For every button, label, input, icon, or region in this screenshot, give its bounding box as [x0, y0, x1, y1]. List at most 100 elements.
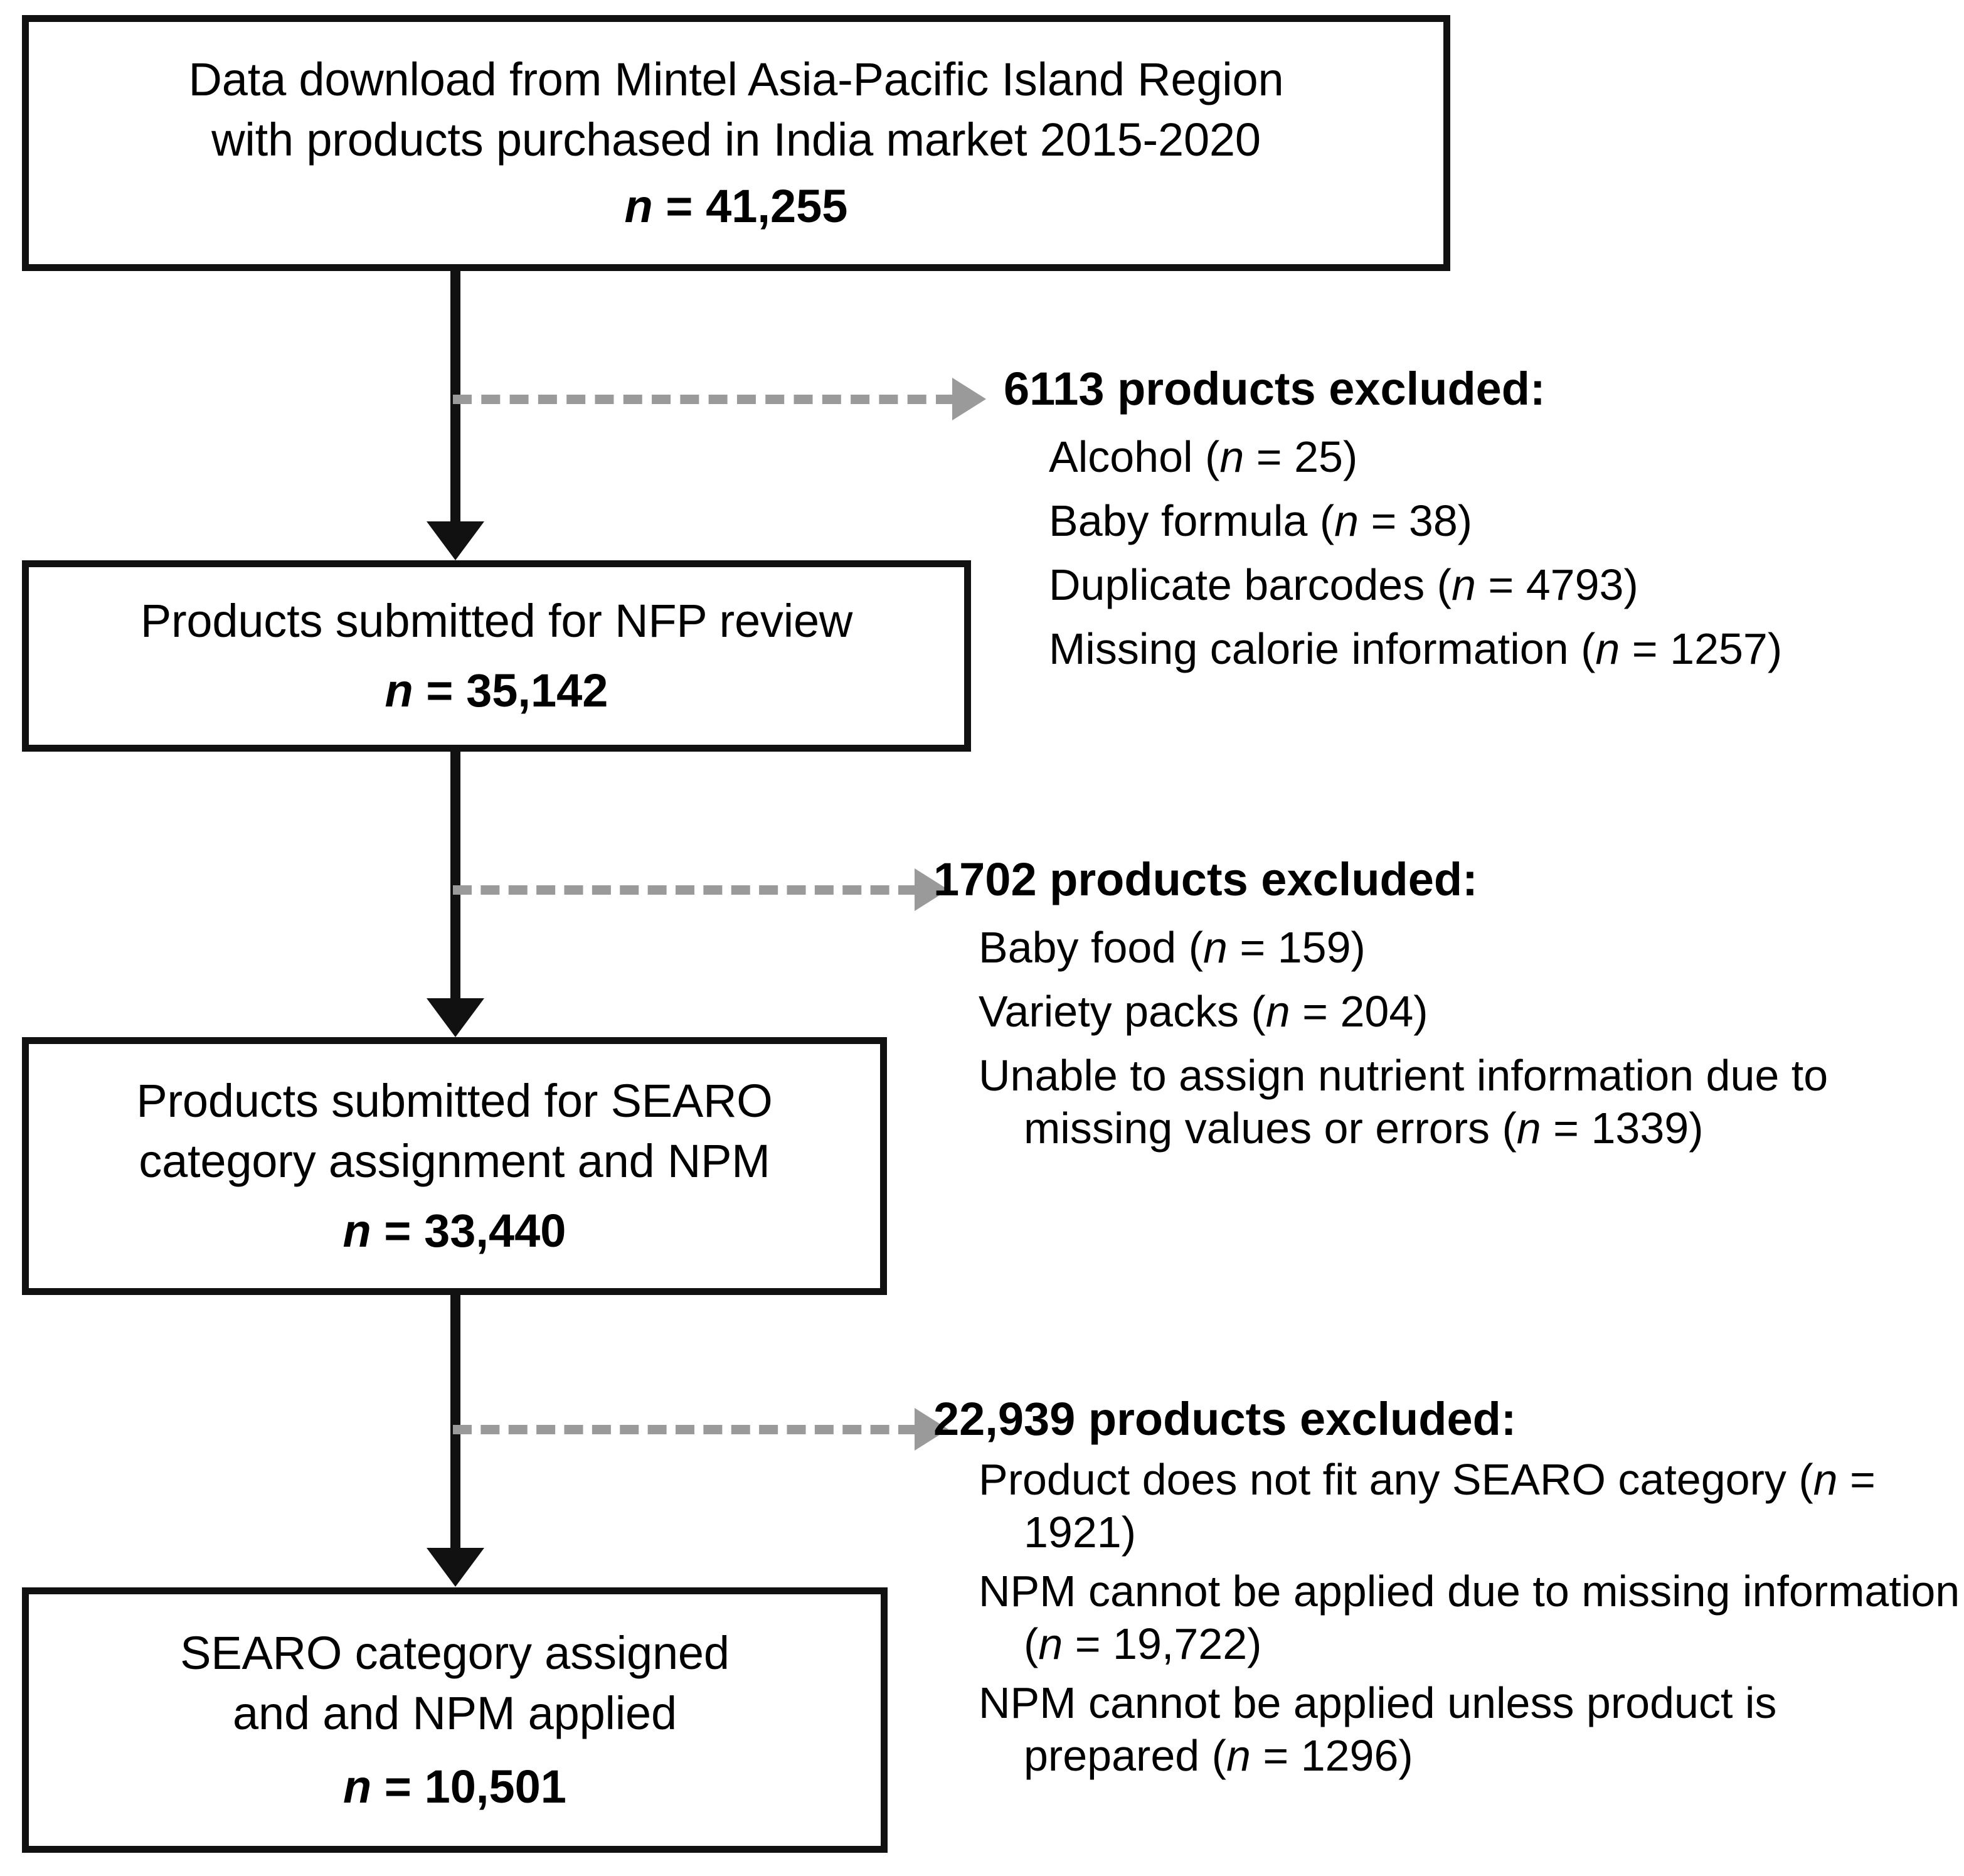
n-equals: = [1063, 1619, 1113, 1668]
n-value: 41,255 [706, 180, 848, 233]
reason-close: ) [1689, 1103, 1704, 1153]
n-equals: = [1620, 624, 1670, 673]
reason-close: ) [1398, 1730, 1413, 1780]
node-searo-applied: SEARO category assigned and and NPM appl… [22, 1587, 888, 1853]
node-line: category assignment and NPM [139, 1135, 770, 1188]
node-nfp-review: Products submitted for NFP review n = 35… [22, 560, 971, 752]
exclusion-header: 22,939 products excluded: [933, 1393, 1517, 1445]
exclusion-branch-1 [453, 395, 955, 404]
n-equals: = [1244, 432, 1295, 481]
n-value: 4793 [1526, 560, 1624, 609]
n-value: 19,722 [1113, 1619, 1248, 1668]
n-equals: = [1359, 496, 1409, 545]
exclusion-block-1: 6113 products excluded: Alcohol (n = 25)… [1004, 364, 1957, 686]
node-line: with products purchased in India market … [211, 113, 1261, 166]
n-equals: = [371, 1760, 425, 1813]
flow-connector-3 [450, 1295, 460, 1548]
exclusion-header: 6113 products excluded: [1004, 363, 1546, 415]
n-equals: = [1837, 1454, 1876, 1504]
n-value: 1921 [1024, 1507, 1122, 1557]
n-equals: = [1475, 560, 1526, 609]
reason-close: ) [1413, 986, 1428, 1036]
exclusion-reason-list: Alcohol (n = 25) Baby formula (n = 38) D… [1004, 430, 1957, 675]
exclusion-reason: Alcohol (n = 25) [1049, 430, 1957, 483]
node-searo-submitted: Products submitted for SEARO category as… [22, 1037, 887, 1295]
exclusion-reason: NPM cannot be applied unless product is … [979, 1676, 1962, 1782]
reason-close: ) [1121, 1507, 1137, 1557]
exclusion-reason-list: Product does not fit any SEARO category … [933, 1453, 1962, 1782]
exclusion-reason: Variety packs (n = 204) [979, 985, 1956, 1038]
node-sample-size: n = 35,142 [385, 661, 608, 721]
n-italic: n [1813, 1454, 1838, 1504]
arrowhead-down-icon [427, 998, 484, 1037]
n-italic: n [1334, 496, 1359, 545]
node-line: Data download from Mintel Asia-Pacific I… [188, 53, 1284, 105]
n-value: 1339 [1591, 1103, 1689, 1153]
arrowhead-down-icon [427, 1548, 484, 1587]
n-italic: n [385, 664, 413, 717]
reason-text: Variety packs ( [979, 986, 1266, 1036]
reason-close: ) [1767, 624, 1783, 673]
exclusion-reason: Product does not fit any SEARO category … [979, 1453, 1962, 1559]
n-value: 38 [1408, 496, 1458, 545]
reason-close: ) [1342, 432, 1358, 481]
node-sample-size: n = 33,440 [343, 1201, 566, 1261]
exclusion-reason: Baby formula (n = 38) [1049, 494, 1957, 547]
n-value: 10,501 [424, 1760, 566, 1813]
reason-close: ) [1351, 922, 1366, 972]
n-italic: n [1219, 432, 1245, 481]
n-italic: n [1203, 922, 1228, 972]
exclusion-reason: Baby food (n = 159) [979, 921, 1956, 974]
n-value: 33,440 [424, 1204, 566, 1257]
node-line: and and NPM applied [233, 1687, 677, 1740]
n-italic: n [1452, 560, 1476, 609]
arrowhead-right-icon [952, 378, 986, 420]
reason-text: Missing calorie information ( [1049, 624, 1596, 673]
flow-connector-2 [450, 752, 460, 999]
arrowhead-right-icon [915, 1408, 948, 1451]
exclusion-reason: Unable to assign nutrient information du… [979, 1049, 1956, 1154]
reason-close: ) [1457, 496, 1473, 545]
n-value: 25 [1294, 432, 1343, 481]
reason-text: NPM cannot be applied unless product is … [979, 1678, 1777, 1780]
n-value: 35,142 [466, 664, 608, 717]
exclusion-reason: Missing calorie information (n = 1257) [1049, 622, 1957, 675]
reason-text: NPM cannot be applied due to missing inf… [979, 1566, 1960, 1668]
n-equals: = [413, 664, 467, 717]
exclusion-header: 1702 products excluded: [933, 853, 1478, 905]
n-equals: = [371, 1204, 425, 1257]
n-equals: = [1541, 1103, 1591, 1153]
n-equals: = [652, 180, 706, 233]
n-italic: n [342, 1204, 371, 1257]
n-equals: = [1290, 986, 1340, 1036]
n-italic: n [343, 1760, 372, 1813]
arrowhead-right-icon [915, 868, 948, 911]
node-line: Products submitted for SEARO [136, 1075, 773, 1127]
n-equals: = [1250, 1730, 1301, 1780]
reason-text: Alcohol ( [1049, 432, 1220, 481]
n-italic: n [1516, 1103, 1541, 1153]
n-italic: n [1226, 1730, 1251, 1780]
exclusion-block-3: 22,939 products excluded: Product does n… [933, 1394, 1962, 1788]
n-value: 204 [1340, 986, 1414, 1036]
n-italic: n [1595, 624, 1620, 673]
n-value: 1296 [1300, 1730, 1399, 1780]
exclusion-block-2: 1702 products excluded: Baby food (n = 1… [933, 855, 1956, 1166]
exclusion-reason-list: Baby food (n = 159) Variety packs (n = 2… [933, 921, 1956, 1154]
reason-text: Unable to assign nutrient information du… [979, 1050, 1829, 1153]
reason-text: Baby food ( [979, 922, 1203, 972]
n-italic: n [1038, 1619, 1063, 1668]
reason-text: Product does not fit any SEARO category … [979, 1454, 1813, 1504]
exclusion-branch-3 [453, 1425, 917, 1434]
reason-close: ) [1623, 560, 1638, 609]
n-italic: n [624, 180, 653, 233]
exclusion-branch-2 [453, 885, 917, 895]
node-sample-size: n = 41,255 [625, 176, 848, 237]
reason-text: Duplicate barcodes ( [1049, 560, 1452, 609]
node-line: Products submitted for NFP review [140, 595, 853, 648]
reason-close: ) [1247, 1619, 1262, 1668]
n-equals: = [1227, 922, 1278, 972]
n-value: 159 [1277, 922, 1351, 972]
arrowhead-down-icon [427, 521, 484, 560]
